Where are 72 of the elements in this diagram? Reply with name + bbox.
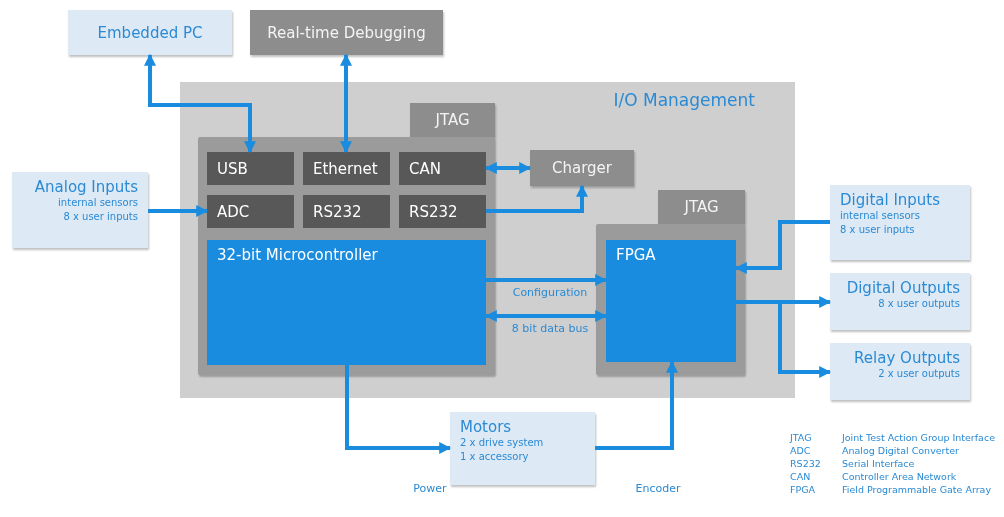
arrow: [484, 162, 532, 174]
interface-block: [207, 195, 294, 228]
node-detail: 8 x user inputs: [840, 222, 916, 236]
abbreviation-meaning: Serial Interface: [842, 457, 916, 470]
arrow: [148, 205, 209, 217]
node-title: Digital Outputs: [845, 279, 960, 297]
node-title: I/O Management: [612, 90, 755, 111]
interface-block: [399, 152, 486, 185]
node-title: Motors: [460, 418, 513, 436]
abbreviation-meaning: Controller Area Network: [842, 470, 958, 483]
node-detail: internal sensors: [840, 209, 921, 223]
io-box: [830, 343, 970, 400]
module-box: [410, 103, 495, 137]
arrow: [734, 220, 830, 274]
panel: [180, 82, 795, 398]
module-box: [250, 10, 443, 55]
edge-label: Encoder: [633, 482, 683, 495]
edge-label: 8 bit data bus: [509, 322, 591, 335]
node-title: Charger: [551, 159, 613, 177]
interface-block: [303, 152, 390, 185]
node-title: Real-time Debugging: [266, 23, 427, 42]
arrow: [484, 310, 608, 322]
arrow: [486, 184, 588, 213]
abbreviation: JTAG: [790, 432, 813, 444]
module-box: [658, 190, 745, 224]
node-title: JTAG: [433, 111, 471, 129]
arrow: [486, 274, 608, 286]
chip-block: [207, 240, 486, 365]
abbreviation: CAN: [790, 470, 812, 483]
io-box: [830, 185, 970, 260]
node-title: Relay Outputs: [853, 349, 960, 367]
chip-block: [606, 240, 736, 362]
node-title: RS232: [409, 202, 459, 221]
interface-block: [303, 195, 390, 228]
node-title: ADC: [217, 202, 251, 221]
edge-label: Power: [411, 482, 449, 495]
node-title: RS232: [313, 202, 363, 221]
node-title: USB: [217, 159, 249, 178]
io-box: [450, 412, 595, 485]
abbreviation-meaning: Joint Test Action Group Interface: [842, 432, 995, 444]
node-title: JTAG: [682, 198, 720, 216]
abbreviation: ADC: [790, 444, 812, 457]
node-title: Embedded PC: [96, 23, 204, 42]
abbreviation-meaning: Field Programmable Gate Array: [842, 483, 992, 496]
interface-block: [399, 195, 486, 228]
abbreviation: FPGA: [790, 483, 817, 496]
module-box: [530, 150, 634, 186]
abbreviation: RS232: [790, 457, 822, 470]
node-detail: 8 x user inputs: [62, 209, 138, 223]
node-title: Digital Inputs: [840, 191, 942, 209]
node-detail: 1 x accessory: [460, 449, 530, 463]
io-box: [830, 273, 970, 330]
node-detail: 2 x user outputs: [877, 367, 960, 381]
chip-frame: [198, 137, 495, 375]
arrow: [345, 365, 452, 454]
chip-frame: [596, 224, 745, 375]
arrow: [144, 53, 256, 154]
node-detail: internal sensors: [57, 196, 138, 210]
abbreviation-meaning: Analog Digital Converter: [842, 444, 960, 457]
arrow: [340, 53, 352, 154]
node-title: Analog Inputs: [33, 178, 138, 196]
io-box: [68, 10, 232, 55]
node-title: CAN: [409, 159, 442, 178]
node-title: FPGA: [616, 246, 657, 264]
node-detail: 8 x user outputs: [877, 297, 960, 311]
node-title: 32-bit Microcontroller: [217, 246, 379, 264]
io-box: [12, 172, 148, 248]
arrow: [595, 360, 678, 450]
edge-label: Configuration: [510, 286, 590, 299]
interface-block: [207, 152, 294, 185]
node-detail: 2 x drive system: [460, 436, 545, 450]
node-title: Ethernet: [313, 159, 379, 178]
